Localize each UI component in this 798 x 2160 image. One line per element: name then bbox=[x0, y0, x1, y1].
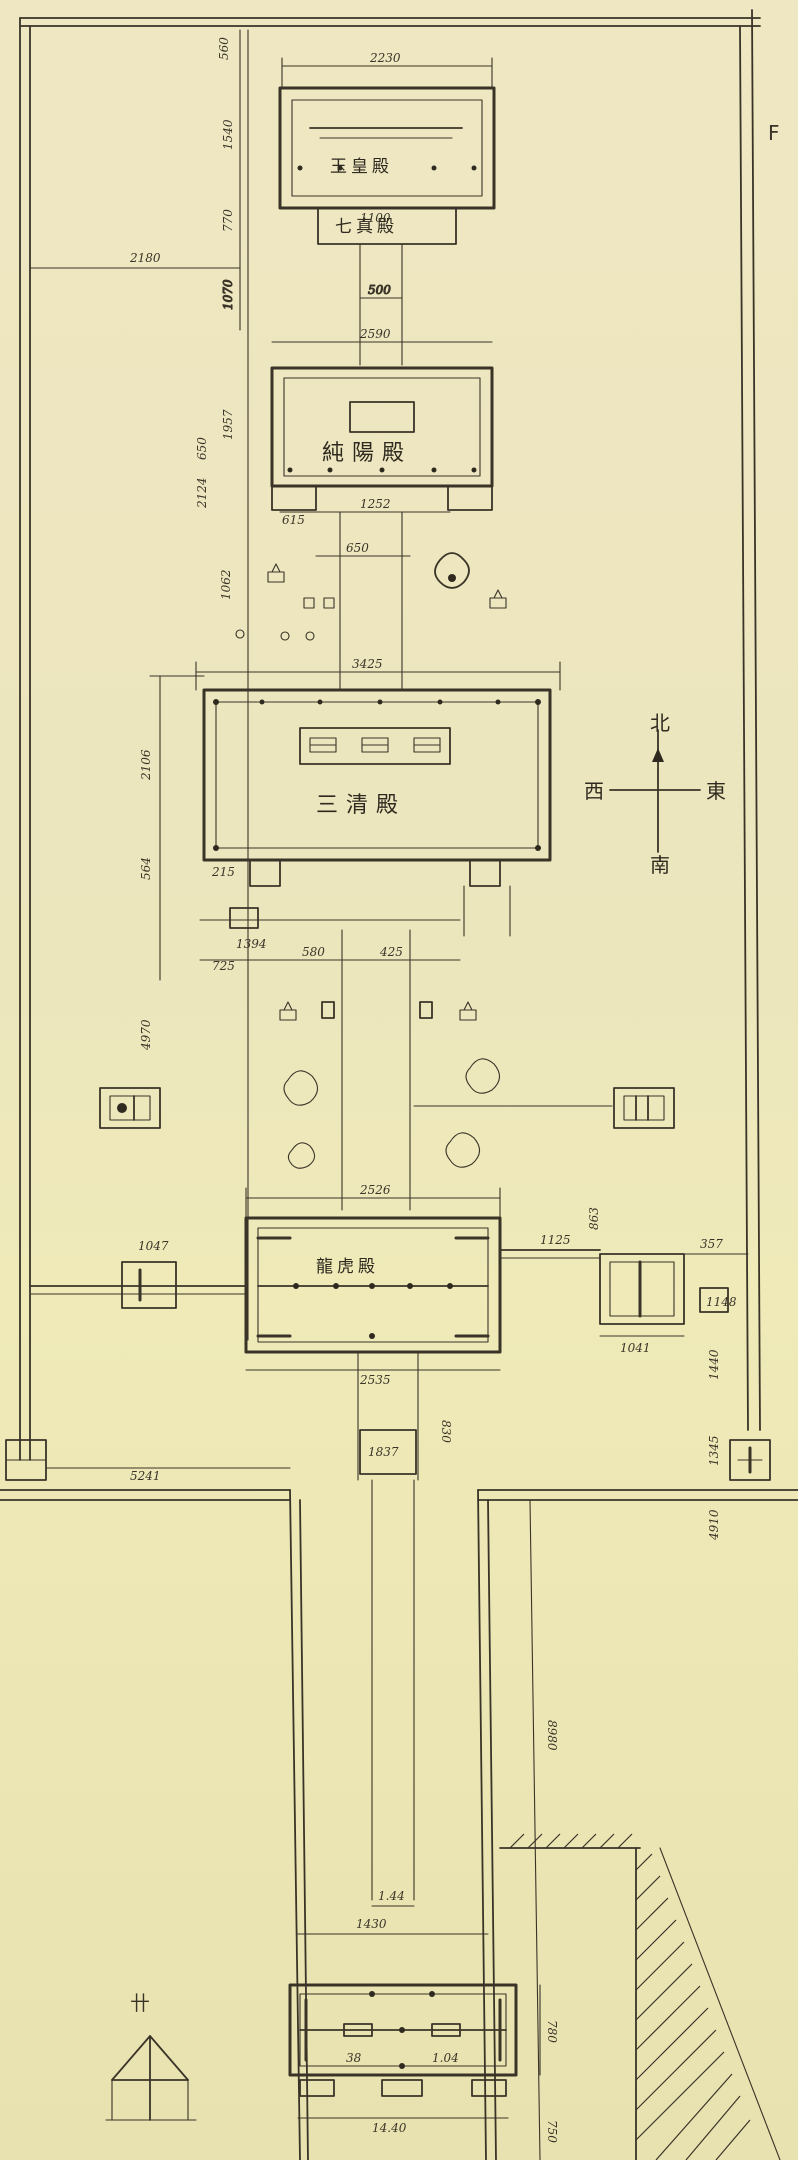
front-hall-dimensions: 2526 1125 1047 1041 357 863 1148 2535 18… bbox=[29, 1183, 749, 1481]
dim-second-step-a: 2124 bbox=[195, 477, 209, 509]
hall-top: 玉皇殿 七真殿 bbox=[278, 86, 496, 245]
compass-north: 北 bbox=[650, 711, 670, 735]
dim-gate-inner-a: 38 bbox=[346, 2051, 362, 2065]
compass-south: 南 bbox=[650, 853, 670, 877]
dim-front-gate: 830 bbox=[439, 1420, 453, 1443]
hall-main-name: 三清殿 bbox=[316, 793, 406, 818]
outer-enclosure-wall bbox=[0, 9, 798, 2160]
dim-top-depth: 1540 bbox=[221, 119, 235, 150]
dim-gate-width: 1430 bbox=[356, 1917, 387, 1931]
dim-main-step: 564 bbox=[139, 857, 153, 880]
elevation-sketch: 卄 bbox=[105, 1991, 197, 2121]
approach-path: 8980 1.44 1430 bbox=[297, 1479, 559, 2160]
dim-gate-depth: 780 bbox=[545, 2020, 559, 2043]
dim-second-step-c: 615 bbox=[282, 513, 305, 527]
dim-front-width: 2526 bbox=[359, 1183, 391, 1197]
dim-main-width: 3425 bbox=[352, 657, 383, 671]
bottom-gate: 38 1.04 14.40 780 750 bbox=[288, 1983, 559, 2143]
dim-front-gate-w: 1837 bbox=[368, 1445, 399, 1459]
dim-front-right: 1125 bbox=[540, 1233, 571, 1247]
dim-second-depth: 1957 bbox=[221, 409, 235, 440]
dim-west-offset: 2180 bbox=[129, 251, 161, 265]
sheet-label: F bbox=[768, 121, 780, 145]
dim-gate-right: 750 bbox=[545, 2120, 559, 2143]
hall-front-name: 龍虎殿 bbox=[316, 1257, 379, 1277]
dim-left-span: 5241 bbox=[130, 1469, 161, 1483]
dim-front-right-e: 1041 bbox=[620, 1341, 651, 1355]
top-hall-dimensions: 2230 560 1540 770 1100 2180 bbox=[29, 29, 493, 1341]
dim-court-a: 1062 bbox=[219, 569, 233, 600]
dim-lower-right-c: 4910 bbox=[707, 1509, 721, 1541]
dim-front-right-c: 863 bbox=[587, 1207, 601, 1230]
dim-main-wing-b: 725 bbox=[212, 959, 235, 973]
dim-second-step-b: 1252 bbox=[360, 497, 391, 511]
hall-front: 龍虎殿 bbox=[244, 1216, 502, 1354]
hall-second: 純陽殿 bbox=[270, 366, 494, 511]
dim-main-depth: 2106 bbox=[139, 749, 153, 781]
compass-west: 西 bbox=[584, 779, 604, 803]
path-top-to-second: 500 1070 bbox=[220, 243, 403, 366]
dim-path-1-width: 500 bbox=[368, 283, 391, 297]
dim-top-setback: 560 bbox=[217, 37, 231, 60]
dim-front-left: 1047 bbox=[138, 1239, 169, 1253]
dim-top-width: 2230 bbox=[369, 51, 401, 65]
dim-path-1: 1070 bbox=[221, 279, 235, 310]
dim-main-step-b: 215 bbox=[211, 865, 235, 879]
court-lower: 4970 bbox=[99, 929, 675, 1211]
court-upper: 650 1062 bbox=[219, 511, 507, 691]
main-hall-dimensions: 3425 2106 564 215 1394 725 580 425 bbox=[139, 657, 561, 981]
dim-main-path-b: 425 bbox=[379, 945, 403, 959]
dim-lower-right-a: 1440 bbox=[707, 1349, 721, 1380]
dim-gate-bottom: 14.40 bbox=[372, 2121, 407, 2135]
hall-second-name: 純陽殿 bbox=[322, 441, 412, 466]
compass-east: 東 bbox=[706, 779, 726, 803]
dim-main-path-a: 580 bbox=[302, 945, 325, 959]
hall-top-lower-name: 七真殿 bbox=[335, 217, 398, 237]
dim-front-bottom: 2535 bbox=[359, 1373, 391, 1387]
dim-court-b: 650 bbox=[346, 541, 369, 555]
dim-gate-mark: 1.44 bbox=[378, 1889, 405, 1903]
dim-top-gap: 770 bbox=[221, 209, 235, 232]
elevation-mark: 卄 bbox=[130, 1991, 150, 2015]
second-hall-dimensions: 2590 1957 650 2124 1252 615 bbox=[195, 327, 493, 527]
dim-main-wing: 1394 bbox=[236, 937, 267, 951]
corner-gates: 5241 1440 1345 4910 bbox=[5, 1349, 771, 1541]
dim-long-path: 8980 bbox=[545, 1720, 559, 1751]
dim-top-sub: 1100 bbox=[360, 211, 391, 225]
dim-front-right-d: 1148 bbox=[706, 1295, 737, 1309]
dim-second-width: 2590 bbox=[359, 327, 391, 341]
hall-top-upper-name: 玉皇殿 bbox=[330, 157, 393, 177]
dim-side-court: 4970 bbox=[139, 1019, 153, 1051]
dim-front-right-b: 357 bbox=[700, 1237, 723, 1251]
east-hatched-building bbox=[499, 1833, 781, 2160]
dim-lower-right-b: 1345 bbox=[707, 1435, 721, 1466]
dim-gate-inner-b: 1.04 bbox=[432, 2051, 459, 2065]
hall-main: 三清殿 bbox=[202, 688, 552, 887]
compass-rose: 北 南 東 西 bbox=[584, 711, 726, 877]
dim-second-side: 650 bbox=[195, 437, 209, 460]
